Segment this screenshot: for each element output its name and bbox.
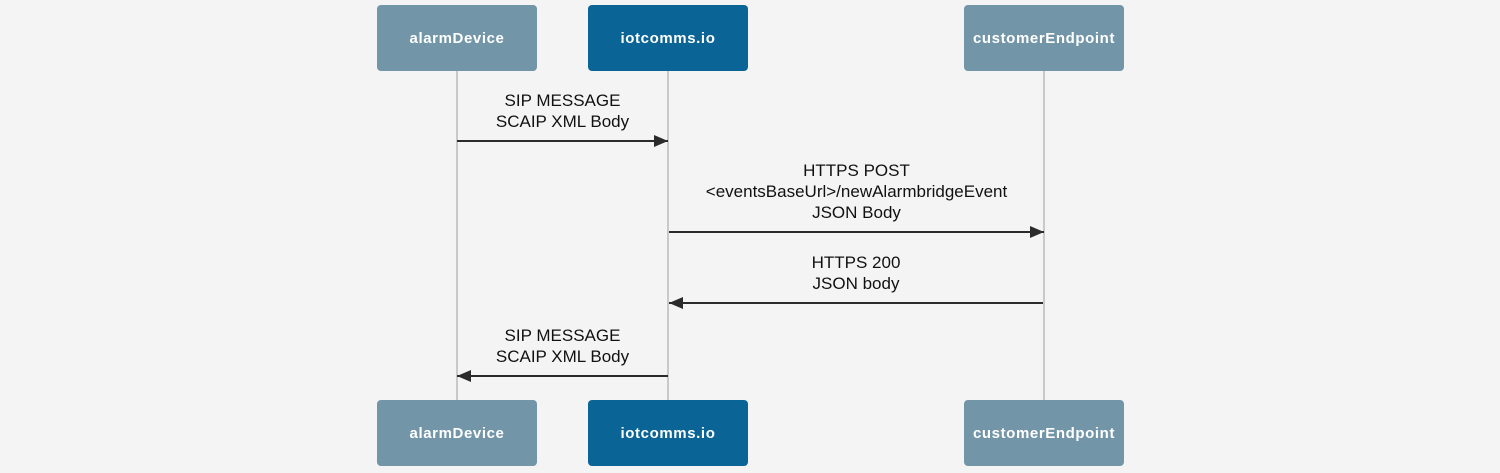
message-line-text: SCAIP XML Body [495,347,630,366]
message-line-text: SCAIP XML Body [495,112,630,131]
actor-label: customerEndpoint [972,29,1116,47]
message-label: SIP MESSAGE SCAIP XML Body [457,325,668,375]
message-sip-response: SIP MESSAGE SCAIP XML Body [457,325,668,382]
arrowhead-icon [1030,226,1044,238]
lifeline-iotcomms [667,71,669,400]
arrow-left-icon [669,297,1043,309]
message-label: SIP MESSAGE SCAIP XML Body [457,90,668,140]
actor-bottom-iotcomms: iotcomms.io [588,400,748,466]
actor-top-customerendpoint: customerEndpoint [964,5,1124,71]
message-line-text: <eventsBaseUrl>/newAlarmbridgeEvent [705,182,1008,201]
message-line-text: SIP MESSAGE [504,91,621,110]
actor-top-alarmdevice: alarmDevice [377,5,537,71]
message-label: HTTPS POST <eventsBaseUrl>/newAlarmbridg… [669,160,1044,231]
actor-label: customerEndpoint [972,424,1116,442]
arrowhead-icon [457,370,471,382]
actor-label: alarmDevice [409,424,505,442]
message-line-text: JSON body [812,274,900,293]
message-https-post: HTTPS POST <eventsBaseUrl>/newAlarmbridg… [669,160,1044,238]
actor-top-iotcomms: iotcomms.io [588,5,748,71]
message-line-text: JSON Body [812,203,901,222]
arrow-left-icon [457,370,668,382]
actor-label: iotcomms.io [620,424,716,442]
arrow-right-icon [457,135,668,147]
message-label: HTTPS 200 JSON body [669,252,1043,302]
arrowhead-icon [654,135,668,147]
message-line-text: HTTPS POST [803,161,910,180]
actor-label: iotcomms.io [620,29,716,47]
message-line-text: HTTPS 200 [811,253,901,272]
actor-bottom-customerendpoint: customerEndpoint [964,400,1124,466]
lifeline-customerendpoint [1043,71,1045,400]
lifeline-alarmdevice [456,71,458,400]
arrow-right-icon [669,226,1044,238]
message-sip-request: SIP MESSAGE SCAIP XML Body [457,90,668,147]
arrowhead-icon [669,297,683,309]
message-https-200: HTTPS 200 JSON body [669,252,1043,309]
message-line-text: SIP MESSAGE [504,326,621,345]
actor-label: alarmDevice [409,29,505,47]
actor-bottom-alarmdevice: alarmDevice [377,400,537,466]
